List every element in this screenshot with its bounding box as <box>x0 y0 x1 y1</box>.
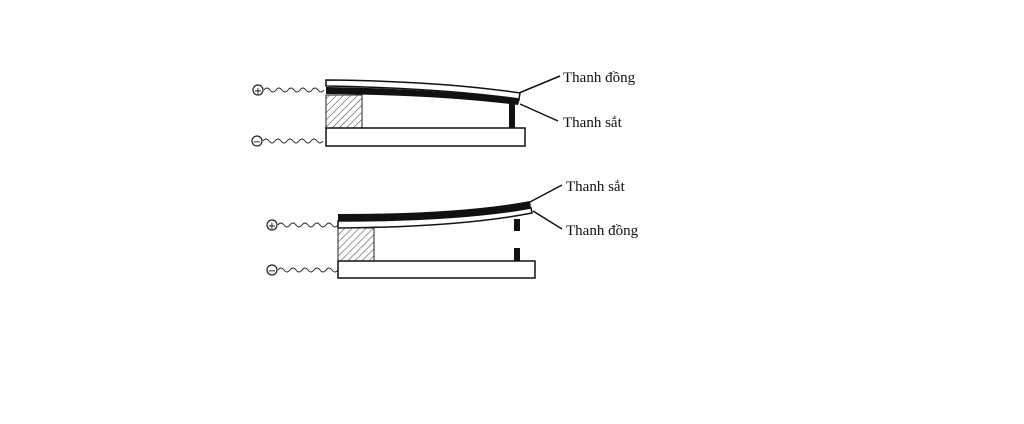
negative-terminal-icon: − <box>251 135 263 148</box>
contact-post-upper <box>514 219 520 231</box>
diagram-top: + − Thanh đồng Thanh sắt <box>251 70 636 148</box>
iron-strip <box>338 201 531 221</box>
diagram-bottom: + − Thanh sắt Thanh đồng <box>266 179 639 279</box>
svg-text:+: + <box>254 86 262 97</box>
base-plate <box>325 127 526 147</box>
svg-text:+: + <box>268 221 276 232</box>
leader-line <box>518 75 561 94</box>
label-iron: Thanh sắt <box>563 115 623 131</box>
copper-strip <box>337 207 533 229</box>
negative-terminal-icon: − <box>266 264 278 277</box>
wire-positive <box>277 222 339 228</box>
svg-text:−: − <box>268 266 276 277</box>
contact-post <box>509 103 515 128</box>
iron-strip <box>326 87 520 105</box>
hatched-block <box>337 227 375 262</box>
label-copper: Thanh đồng <box>566 223 639 239</box>
svg-text:−: − <box>253 137 261 148</box>
positive-terminal-icon: + <box>266 219 278 232</box>
base-plate <box>337 260 536 279</box>
label-iron: Thanh sắt <box>566 179 626 195</box>
hatched-block <box>325 94 363 129</box>
leader-line <box>532 210 563 230</box>
leader-line <box>529 184 563 203</box>
wire-negative <box>277 267 339 273</box>
wire-positive <box>263 87 325 93</box>
wire-negative <box>262 138 324 144</box>
contact-post-lower <box>514 248 520 261</box>
label-copper: Thanh đồng <box>563 70 636 86</box>
leader-line <box>519 103 559 122</box>
positive-terminal-icon: + <box>252 84 264 97</box>
